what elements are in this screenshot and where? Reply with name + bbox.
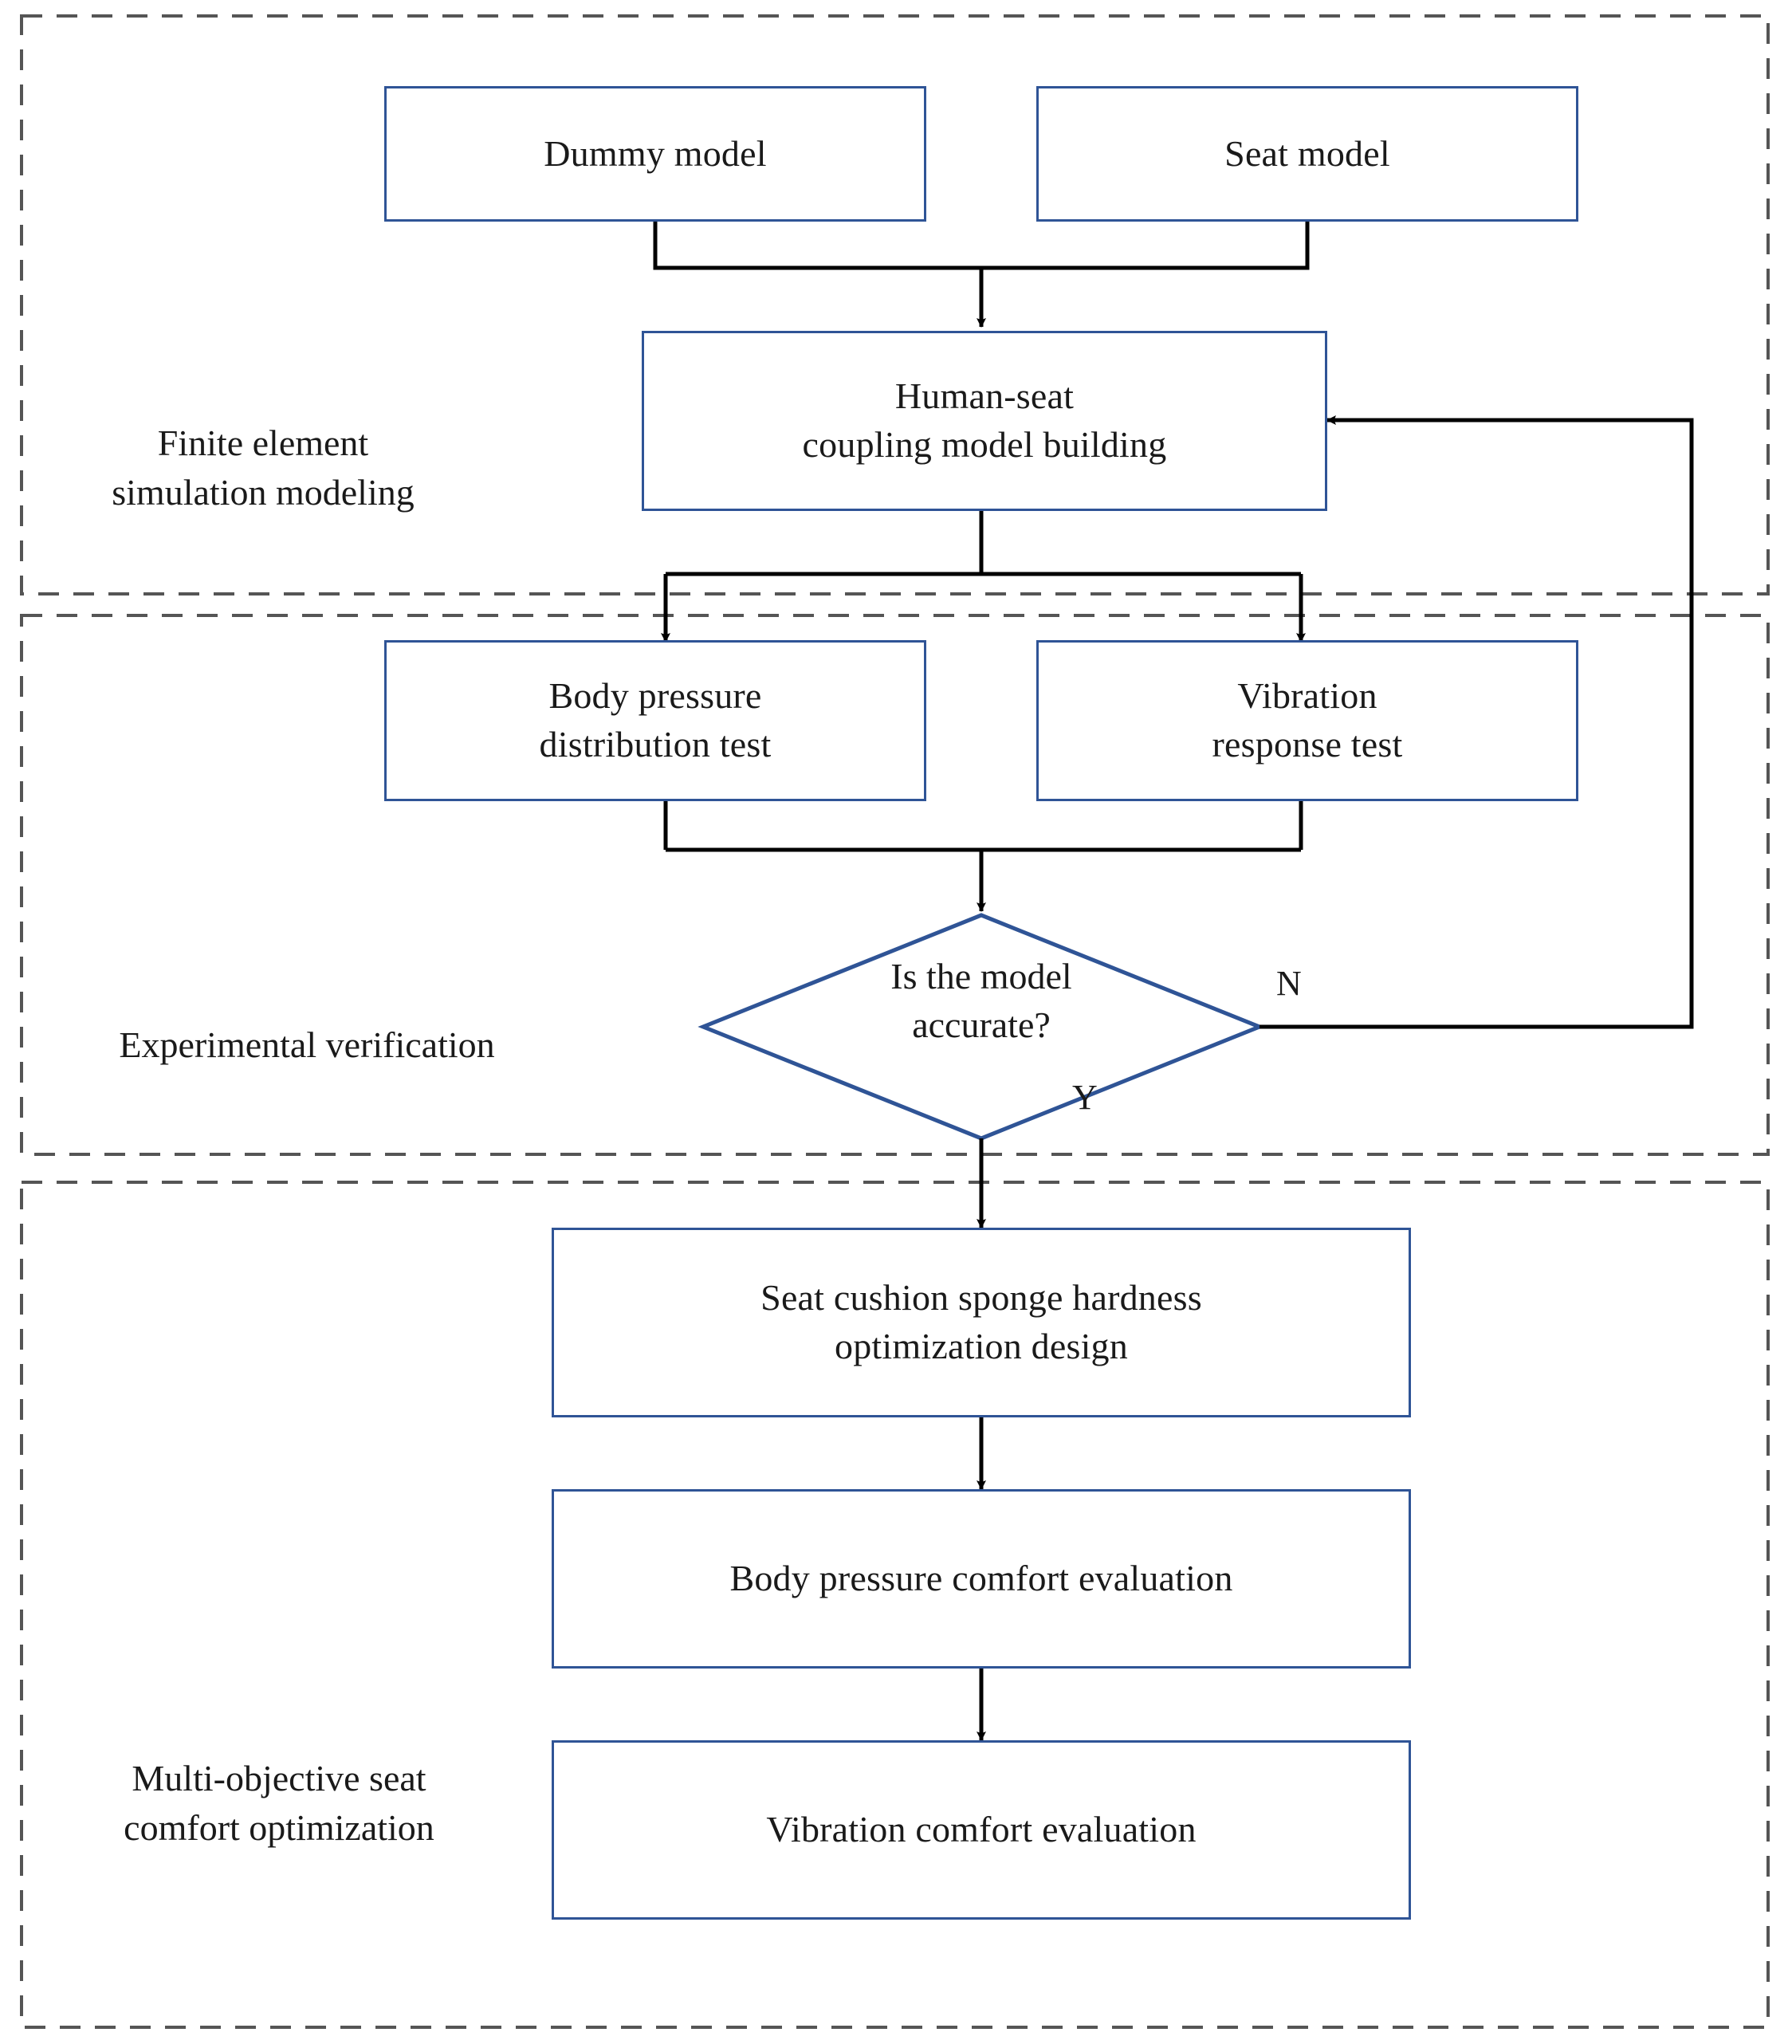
region-label-optimization: Multi-objective seat comfort optimizatio… <box>124 1758 434 1849</box>
node-body-pressure-comfort-evaluation-label: Body pressure comfort evaluation <box>729 1558 1233 1599</box>
edge-label-yes: Y <box>1072 1078 1098 1117</box>
node-vibration-response-test-label: Vibration response test <box>1212 675 1403 765</box>
node-body-pressure-distribution-test-label: Body pressure distribution test <box>539 675 772 765</box>
region-label-experimental: Experimental verification <box>119 1024 495 1065</box>
node-dummy-model[interactable]: Dummy model <box>384 86 926 222</box>
edge-label-no: N <box>1276 964 1302 1003</box>
node-seat-model-label: Seat model <box>1224 132 1390 174</box>
node-vibration-comfort-evaluation[interactable]: Vibration comfort evaluation <box>552 1740 1411 1920</box>
node-dummy-model-label: Dummy model <box>544 132 767 174</box>
node-model-accurate-decision[interactable]: Is the model accurate? <box>890 956 1072 1045</box>
node-human-seat-coupling[interactable]: Human-seat coupling model building <box>642 331 1327 511</box>
node-vibration-response-test[interactable]: Vibration response test <box>1036 640 1578 801</box>
node-sponge-hardness-optimization[interactable]: Seat cushion sponge hardness optimizatio… <box>552 1228 1411 1417</box>
node-vibration-comfort-evaluation-label: Vibration comfort evaluation <box>766 1809 1197 1850</box>
node-body-pressure-distribution-test[interactable]: Body pressure distribution test <box>384 640 926 801</box>
region-label-finite-element: Finite element simulation modeling <box>112 423 415 513</box>
node-sponge-hardness-optimization-label: Seat cushion sponge hardness optimizatio… <box>760 1277 1202 1366</box>
node-seat-model[interactable]: Seat model <box>1036 86 1578 222</box>
node-human-seat-coupling-label: Human-seat coupling model building <box>802 375 1167 465</box>
edge-dummy-to-coupling <box>653 222 981 270</box>
edge-seat-to-coupling <box>981 222 1310 270</box>
node-body-pressure-comfort-evaluation[interactable]: Body pressure comfort evaluation <box>552 1489 1411 1669</box>
